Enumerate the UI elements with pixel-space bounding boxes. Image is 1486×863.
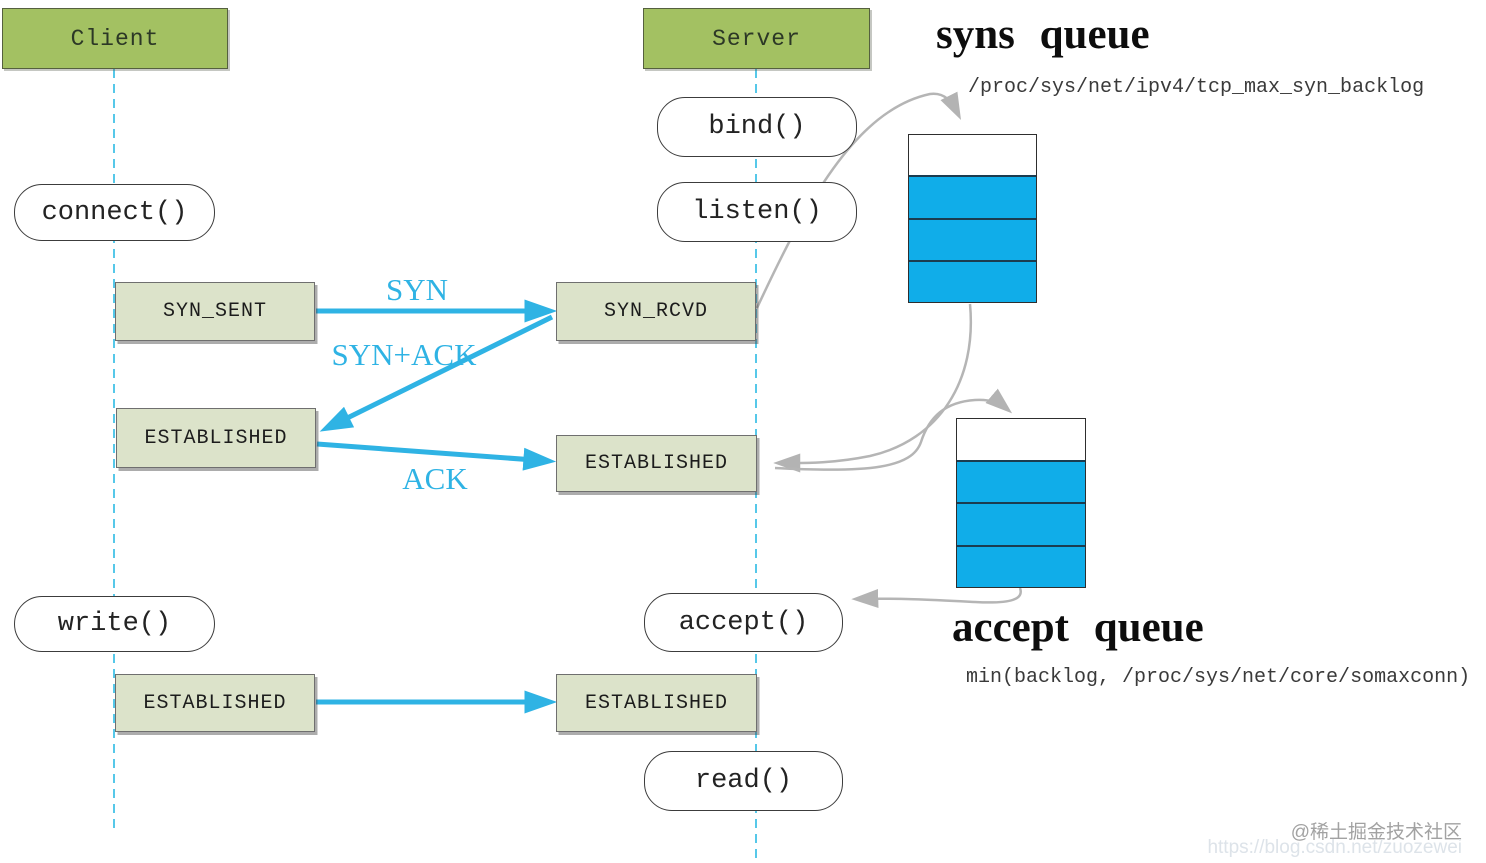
ack-arrow — [316, 441, 557, 471]
read-call: read() — [644, 751, 843, 811]
read-call-label: read() — [694, 766, 793, 796]
server-header: Server — [643, 8, 870, 69]
queue-slot-filled — [957, 459, 1085, 502]
queue-slot-filled — [909, 217, 1036, 260]
client-header: Client — [2, 8, 228, 69]
client-syn-sent-state: SYN_SENT — [115, 282, 315, 341]
listen-call-label: listen() — [692, 197, 822, 227]
client-established-label: ESTABLISHED — [144, 426, 288, 450]
queue-slot-empty — [909, 135, 1036, 176]
bind-call-label: bind() — [708, 112, 806, 142]
bind-call: bind() — [657, 97, 857, 157]
server-syn-rcvd-state: SYN_RCVD — [556, 282, 756, 341]
watermark-url: https://blog.csdn.net/zuozewei — [1207, 837, 1462, 858]
syns-queue-title: syns queue — [936, 11, 1150, 58]
client-established-2-label: ESTABLISHED — [143, 691, 287, 715]
accept-queue-param: min(backlog, /proc/sys/net/core/somaxcon… — [966, 666, 1471, 689]
synsqueue-to-established-curve — [773, 303, 973, 473]
accept-queue-title: accept queue — [952, 604, 1204, 651]
server-established-2-label: ESTABLISHED — [584, 691, 729, 715]
queue-slot-empty — [957, 419, 1085, 460]
queue-slot-filled — [957, 502, 1085, 545]
syns-queue-stack — [908, 134, 1037, 303]
syn-label: SYN — [385, 272, 448, 307]
queue-slot-filled — [909, 259, 1036, 302]
write-call-label: write() — [57, 609, 172, 639]
client-established-state: ESTABLISHED — [116, 408, 316, 468]
client-established-2-state: ESTABLISHED — [115, 674, 315, 732]
server-established-2-state: ESTABLISHED — [556, 674, 757, 732]
connect-call: connect() — [14, 184, 215, 241]
server-header-label: Server — [712, 25, 801, 52]
write-call: write() — [14, 596, 215, 652]
syn-ack-arrow — [319, 314, 554, 432]
queue-slot-filled — [957, 544, 1085, 587]
listen-call: listen() — [657, 182, 857, 242]
acceptqueue-to-accept-curve — [851, 587, 1022, 608]
syns-queue-param: /proc/sys/net/ipv4/tcp_max_syn_backlog — [968, 76, 1425, 99]
accept-queue-stack — [956, 418, 1086, 588]
watermark-community: @稀土掘金技术社区 — [1290, 822, 1462, 843]
syn-ack-label: SYN+ACK — [331, 337, 477, 372]
client-syn-sent-label: SYN_SENT — [162, 300, 267, 323]
server-syn-rcvd-label: SYN_RCVD — [603, 300, 708, 323]
connect-call-label: connect() — [41, 197, 188, 228]
client-header-label: Client — [70, 25, 160, 52]
accept-call-label: accept() — [678, 607, 809, 638]
accept-call: accept() — [644, 593, 843, 652]
ack-label: ACK — [402, 461, 468, 496]
established-to-acceptqueue-curve — [774, 388, 1013, 471]
server-established-state: ESTABLISHED — [556, 435, 757, 492]
server-established-label: ESTABLISHED — [584, 452, 729, 475]
queue-slot-filled — [909, 175, 1036, 218]
